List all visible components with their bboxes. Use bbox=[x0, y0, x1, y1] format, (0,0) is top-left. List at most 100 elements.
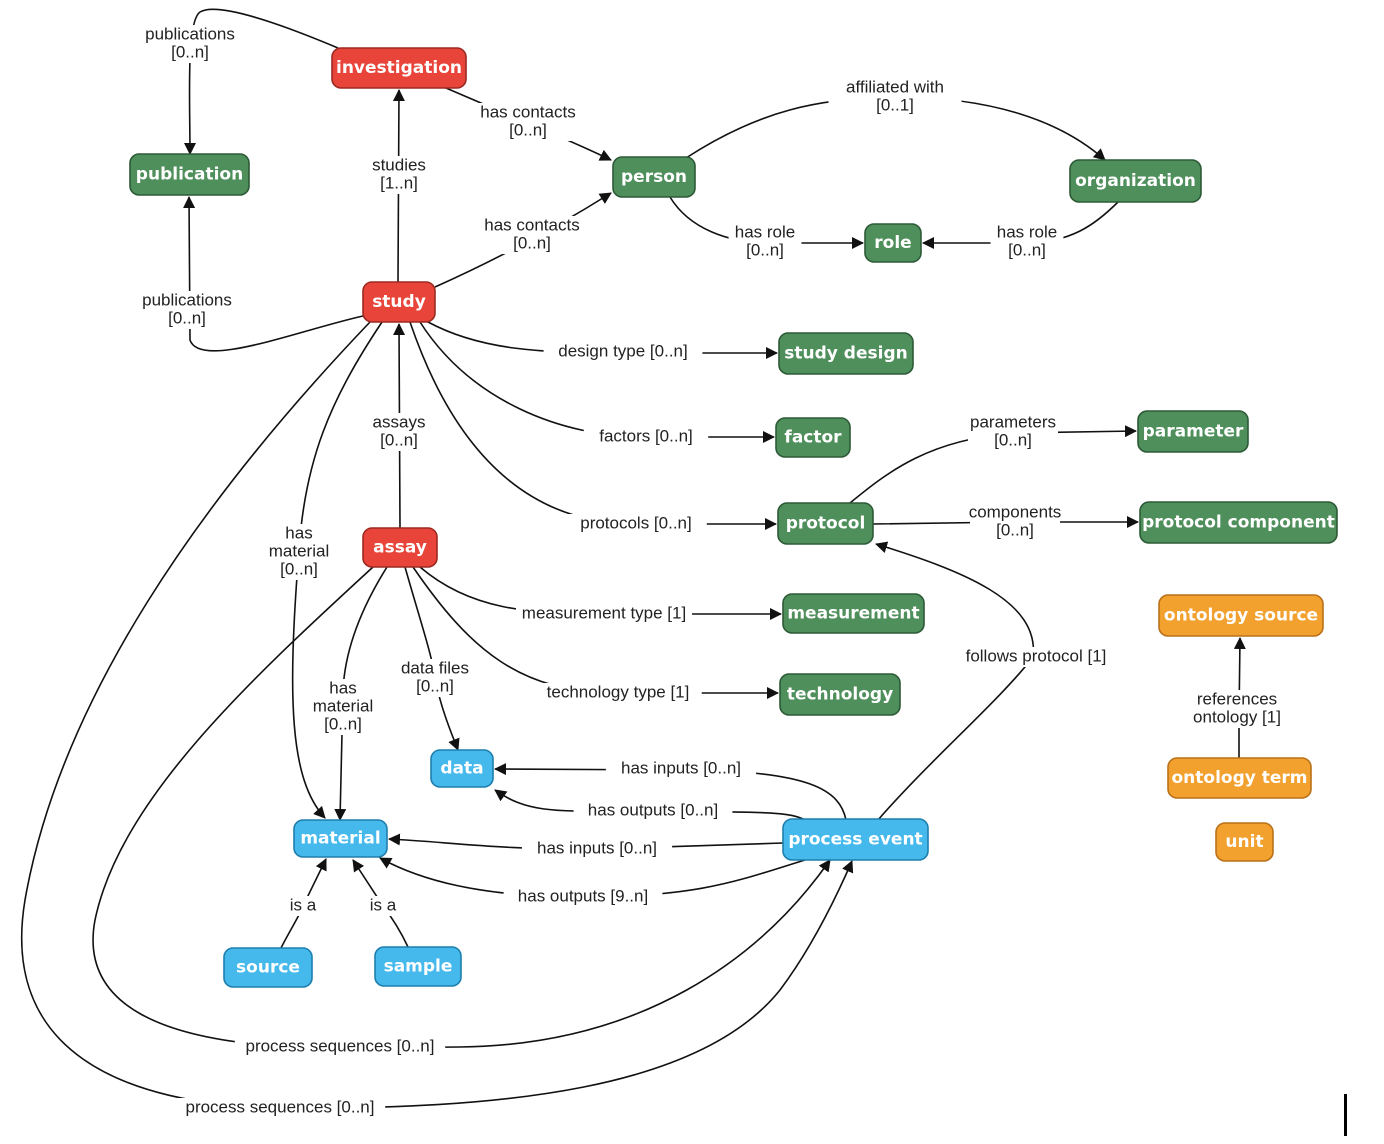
edge-label-text: [1..n] bbox=[380, 173, 418, 192]
node-measurement[interactable]: measurement bbox=[782, 593, 925, 634]
edge-label-sample-is-a: is a bbox=[363, 895, 403, 916]
edge-label-text: publications bbox=[145, 24, 235, 43]
node-box bbox=[331, 47, 467, 89]
node-publication[interactable]: publication bbox=[129, 153, 250, 196]
edge-label-background bbox=[133, 291, 241, 329]
edge-label-text: has role bbox=[997, 222, 1057, 241]
node-parameter[interactable]: parameter bbox=[1137, 410, 1249, 453]
edge-label-background bbox=[534, 683, 702, 703]
edge-label-text: design type [0..n] bbox=[558, 341, 687, 360]
edge-label-text: has outputs [0..n] bbox=[588, 800, 718, 819]
node-person[interactable]: person bbox=[612, 156, 696, 198]
edge-label-background bbox=[136, 25, 244, 63]
edge-label-text: [0..n] bbox=[280, 559, 318, 578]
node-label: organization bbox=[1075, 171, 1196, 191]
node-factor[interactable]: factor bbox=[775, 417, 851, 458]
node-label: factor bbox=[784, 428, 842, 448]
edge-label-text: [0..n] bbox=[324, 714, 362, 733]
node-data[interactable]: data bbox=[430, 749, 494, 788]
edge-label-study-studies: studies[1..n] bbox=[366, 155, 432, 194]
node-study-design[interactable]: study design bbox=[778, 332, 914, 375]
node-box bbox=[778, 332, 914, 375]
node-sample[interactable]: sample bbox=[374, 946, 462, 987]
node-box bbox=[1137, 410, 1249, 453]
node-label: ontology source bbox=[1164, 606, 1318, 626]
edge-label-text: publications bbox=[142, 290, 232, 309]
edge-label-study-design-type: design type [0..n] bbox=[543, 341, 703, 362]
edge-label-text: [0..n] bbox=[509, 120, 547, 139]
edge-study-publications bbox=[183, 196, 364, 352]
node-investigation[interactable]: investigation bbox=[331, 47, 467, 89]
node-box bbox=[864, 223, 922, 263]
edge-label-background bbox=[573, 801, 733, 821]
edge-label-text: references bbox=[1197, 689, 1277, 708]
node-box bbox=[374, 946, 462, 987]
node-study[interactable]: study bbox=[362, 281, 436, 323]
node-protocol[interactable]: protocol bbox=[777, 502, 874, 545]
edge-label-text: factors [0..n] bbox=[599, 426, 693, 445]
edge-label-pe-material-inputs: has inputs [0..n] bbox=[521, 838, 673, 859]
edge-label-text: [0..n] bbox=[171, 42, 209, 61]
edge-label-study-process-sequences: process sequences [0..n] bbox=[174, 1097, 386, 1118]
node-process-event[interactable]: process event bbox=[782, 818, 929, 861]
edge-label-text: technology type [1] bbox=[547, 682, 690, 701]
edge-label-text: [0..1] bbox=[876, 95, 914, 114]
edge-label-text: parameters bbox=[970, 412, 1056, 431]
node-protocol-component[interactable]: protocol component bbox=[1139, 501, 1338, 544]
edge-study-process-sequences bbox=[20, 321, 854, 1109]
edge-label-text: has contacts bbox=[484, 215, 579, 234]
node-ontology-source[interactable]: ontology source bbox=[1158, 594, 1324, 637]
node-organization[interactable]: organization bbox=[1069, 159, 1202, 203]
edge-label-protocol-components: components[0..n] bbox=[969, 502, 1062, 541]
edge-label-text: [0..n] bbox=[746, 240, 784, 259]
edge-label-background bbox=[728, 223, 802, 261]
edge-label-text: is a bbox=[290, 895, 317, 914]
edge-label-pe-data-inputs: has inputs [0..n] bbox=[605, 758, 757, 779]
edge-label-background bbox=[306, 679, 380, 735]
edge-label-text: affiliated with bbox=[846, 77, 944, 96]
edge-label-text: is a bbox=[370, 895, 397, 914]
edge-label-pe-data-outputs: has outputs [0..n] bbox=[573, 800, 733, 821]
text-cursor bbox=[1344, 1094, 1347, 1136]
node-source[interactable]: source bbox=[223, 947, 313, 988]
edge-label-study-factors: factors [0..n] bbox=[583, 426, 709, 447]
node-material[interactable]: material bbox=[293, 819, 388, 858]
node-box bbox=[293, 819, 388, 858]
node-label: ontology term bbox=[1171, 768, 1307, 788]
node-label: person bbox=[621, 167, 687, 187]
edge-label-text: data files bbox=[401, 658, 469, 677]
node-box bbox=[777, 502, 874, 545]
edge-label-text: [0..n] bbox=[994, 430, 1032, 449]
node-label: source bbox=[236, 958, 300, 978]
node-ontology-term[interactable]: ontology term bbox=[1167, 757, 1312, 799]
edge-label-background bbox=[390, 659, 480, 697]
node-box bbox=[129, 153, 250, 196]
edge-label-background bbox=[478, 216, 586, 254]
node-assay[interactable]: assay bbox=[362, 527, 438, 568]
edge-label-org-has-role: has role[0..n] bbox=[990, 222, 1064, 261]
node-label: investigation bbox=[336, 58, 462, 78]
edge-label-text: [0..n] bbox=[1008, 240, 1046, 259]
node-box bbox=[1158, 594, 1324, 637]
node-label: unit bbox=[1225, 832, 1263, 852]
edge-inv-publications bbox=[183, 8, 339, 155]
node-role[interactable]: role bbox=[864, 223, 922, 263]
edge-label-text: measurement type [1] bbox=[522, 603, 686, 622]
edge-label-study-protocols: protocols [0..n] bbox=[565, 513, 707, 534]
edge-label-text: components bbox=[969, 502, 1062, 521]
node-unit[interactable]: unit bbox=[1215, 822, 1274, 862]
node-label: sample bbox=[384, 957, 453, 977]
node-technology[interactable]: technology bbox=[779, 673, 901, 716]
edge-label-person-has-role: has role[0..n] bbox=[728, 222, 802, 261]
node-box bbox=[362, 527, 438, 568]
node-box bbox=[1167, 757, 1312, 799]
edge-label-text: [0..n] bbox=[416, 676, 454, 695]
node-label: role bbox=[874, 233, 911, 253]
edge-label-background bbox=[1183, 690, 1291, 728]
edge-label-protocol-parameters: parameters[0..n] bbox=[968, 412, 1058, 451]
node-box bbox=[775, 417, 851, 458]
edge-label-background bbox=[516, 604, 692, 624]
